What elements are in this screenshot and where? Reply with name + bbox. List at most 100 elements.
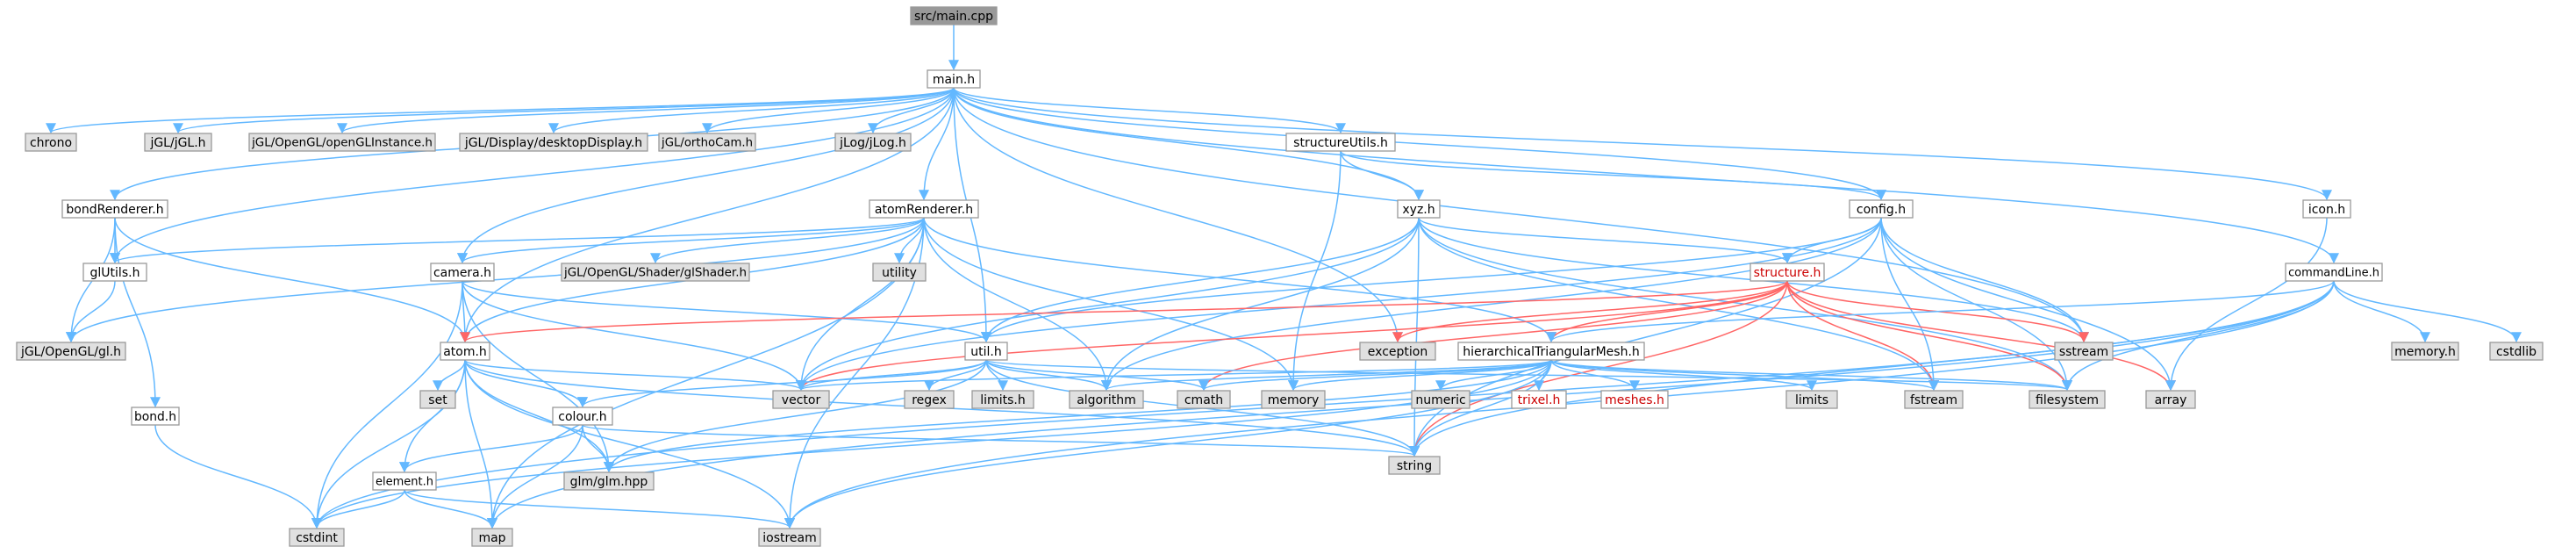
node-label: bond.h: [134, 410, 176, 424]
node-xyz_h[interactable]: xyz.h: [1397, 199, 1441, 219]
node-atom_h[interactable]: atom.h: [440, 342, 490, 361]
node-config_h[interactable]: config.h: [1849, 199, 1914, 219]
node-structureutils_h[interactable]: structureUtils.h: [1285, 133, 1396, 152]
edge-bond_h-to-cstdint: [154, 424, 322, 529]
edge-path: [1880, 217, 2176, 392]
edge-main_h-to-glutils_h: [110, 87, 955, 264]
node-bond_h[interactable]: bond.h: [131, 407, 180, 426]
node-box: [927, 69, 981, 89]
node-label: set: [428, 393, 447, 407]
node-label: array: [2155, 393, 2187, 407]
edge-hierarchicaltriangularmesh_h-to-vector: [796, 359, 1552, 392]
node-glutils_h[interactable]: glUtils.h: [82, 263, 147, 282]
node-label: fstream: [1910, 393, 1957, 407]
node-limits: limits: [1785, 390, 1838, 409]
edge-main_h-to-structureutils_h: [953, 87, 1346, 134]
node-meshes_h[interactable]: meshes.h: [1600, 390, 1669, 409]
edge-path: [953, 87, 1424, 201]
node-src_main_cpp[interactable]: src/main.cpp: [910, 6, 998, 25]
edge-atomrenderer_h-to-jgl_opengl_gl_h: [66, 217, 925, 343]
node-colour_h[interactable]: colour.h: [552, 407, 613, 426]
node-label: icon.h: [2308, 203, 2345, 217]
edge-path: [311, 280, 463, 529]
edge-path: [110, 217, 925, 264]
node-box: [869, 199, 979, 219]
node-box: [658, 133, 756, 152]
node-label: jGL/OpenGL/gl.h: [20, 345, 121, 359]
node-label: atomRenderer.h: [875, 203, 973, 217]
node-label: string: [1397, 459, 1432, 473]
node-cstdint: cstdint: [289, 528, 345, 547]
node-label: commandLine.h: [2288, 267, 2379, 280]
node-label: vector: [782, 393, 821, 407]
edge-hierarchicaltriangularmesh_h-to-algorithm: [1101, 359, 1552, 392]
node-chrono: chrono: [25, 133, 77, 152]
edge-colour_h-to-glm_glm_hpp: [582, 424, 614, 473]
node-box: [552, 407, 613, 426]
edge-commandline_h-to-filesystem: [2062, 280, 2335, 392]
edge-structure_h-to-cmath: [1199, 280, 1788, 392]
edge-path: [1101, 359, 1552, 392]
node-box: [440, 342, 490, 361]
node-main_h[interactable]: main.h: [927, 69, 981, 89]
edge-atomrenderer_h-to-camera_h: [457, 217, 925, 264]
node-label: config.h: [1857, 203, 1906, 217]
node-camera_h[interactable]: camera.h: [430, 263, 495, 282]
node-commandline_h[interactable]: commandLine.h: [2285, 263, 2383, 282]
node-atomrenderer_h[interactable]: atomRenderer.h: [869, 199, 979, 219]
edge-hierarchicaltriangularmesh_h-to-numeric: [1435, 359, 1552, 392]
node-label: jGL/orthoCam.h: [661, 137, 753, 150]
node-trixel_h[interactable]: trixel.h: [1511, 390, 1567, 409]
edge-path: [796, 280, 1788, 392]
node-label: exception: [1368, 345, 1428, 359]
edge-xyz_h-to-string: [1409, 217, 1420, 457]
edge-icon_h-to-array: [2165, 217, 2328, 392]
node-structure_h[interactable]: structure.h: [1750, 263, 1825, 282]
node-box: [1457, 342, 1645, 361]
edge-path: [1435, 359, 1552, 392]
node-element_h[interactable]: element.h: [372, 471, 437, 491]
node-icon_h[interactable]: icon.h: [2302, 199, 2351, 219]
node-label: sstream: [2059, 345, 2108, 359]
edge-path: [796, 217, 1420, 392]
edge-structure_h-to-vector: [796, 280, 1788, 392]
edge-path: [953, 87, 2089, 343]
edge-path: [1786, 280, 2072, 392]
edge-commandline_h-to-hierarchicaltriangularmesh_h: [1546, 280, 2335, 343]
edge-main_h-to-chrono: [46, 87, 955, 134]
node-label: jLog/jLog.h: [839, 136, 906, 150]
edge-commandline_h-to-memory_h: [2333, 280, 2430, 343]
edge-util_h-to-regex: [924, 359, 987, 392]
edge-atomrenderer_h-to-algorithm: [923, 217, 1112, 392]
node-algorithm: algorithm: [1069, 390, 1144, 409]
node-box: [419, 390, 456, 409]
node-label: main.h: [933, 73, 975, 87]
edge-path: [548, 87, 955, 134]
edge-config_h-to-array: [1880, 217, 2176, 392]
edge-atom_h-to-cstdint: [311, 359, 466, 529]
node-box: [471, 528, 513, 547]
edge-xyz_h-to-vector: [796, 217, 1420, 392]
edge-colour_h-to-map: [487, 424, 583, 529]
node-bondrenderer_h[interactable]: bondRenderer.h: [61, 199, 168, 219]
edge-path: [404, 489, 497, 529]
node-box: [372, 471, 437, 491]
node-box: [1177, 390, 1231, 409]
edge-path: [604, 359, 987, 473]
edge-path: [919, 87, 955, 201]
node-hierarchicaltriangularmesh_h[interactable]: hierarchicalTriangularMesh.h: [1457, 342, 1645, 361]
node-util_h[interactable]: util.h: [964, 342, 1008, 361]
node-jgl_opengl_gl_h: jGL/OpenGL/gl.h: [16, 342, 126, 361]
edge-path: [650, 217, 925, 264]
edge-util_h-to-colour_h: [577, 359, 987, 408]
node-box: [1359, 342, 1436, 361]
edge-main_h-to-commandline_h: [953, 87, 2339, 264]
edge-structureutils_h-to-config_h: [1340, 150, 1886, 201]
edge-path: [1550, 359, 1939, 392]
edge-structure_h-to-array: [1786, 280, 2176, 392]
node-box: [2054, 342, 2114, 361]
node-box: [1388, 456, 1441, 475]
node-box: [758, 528, 821, 547]
